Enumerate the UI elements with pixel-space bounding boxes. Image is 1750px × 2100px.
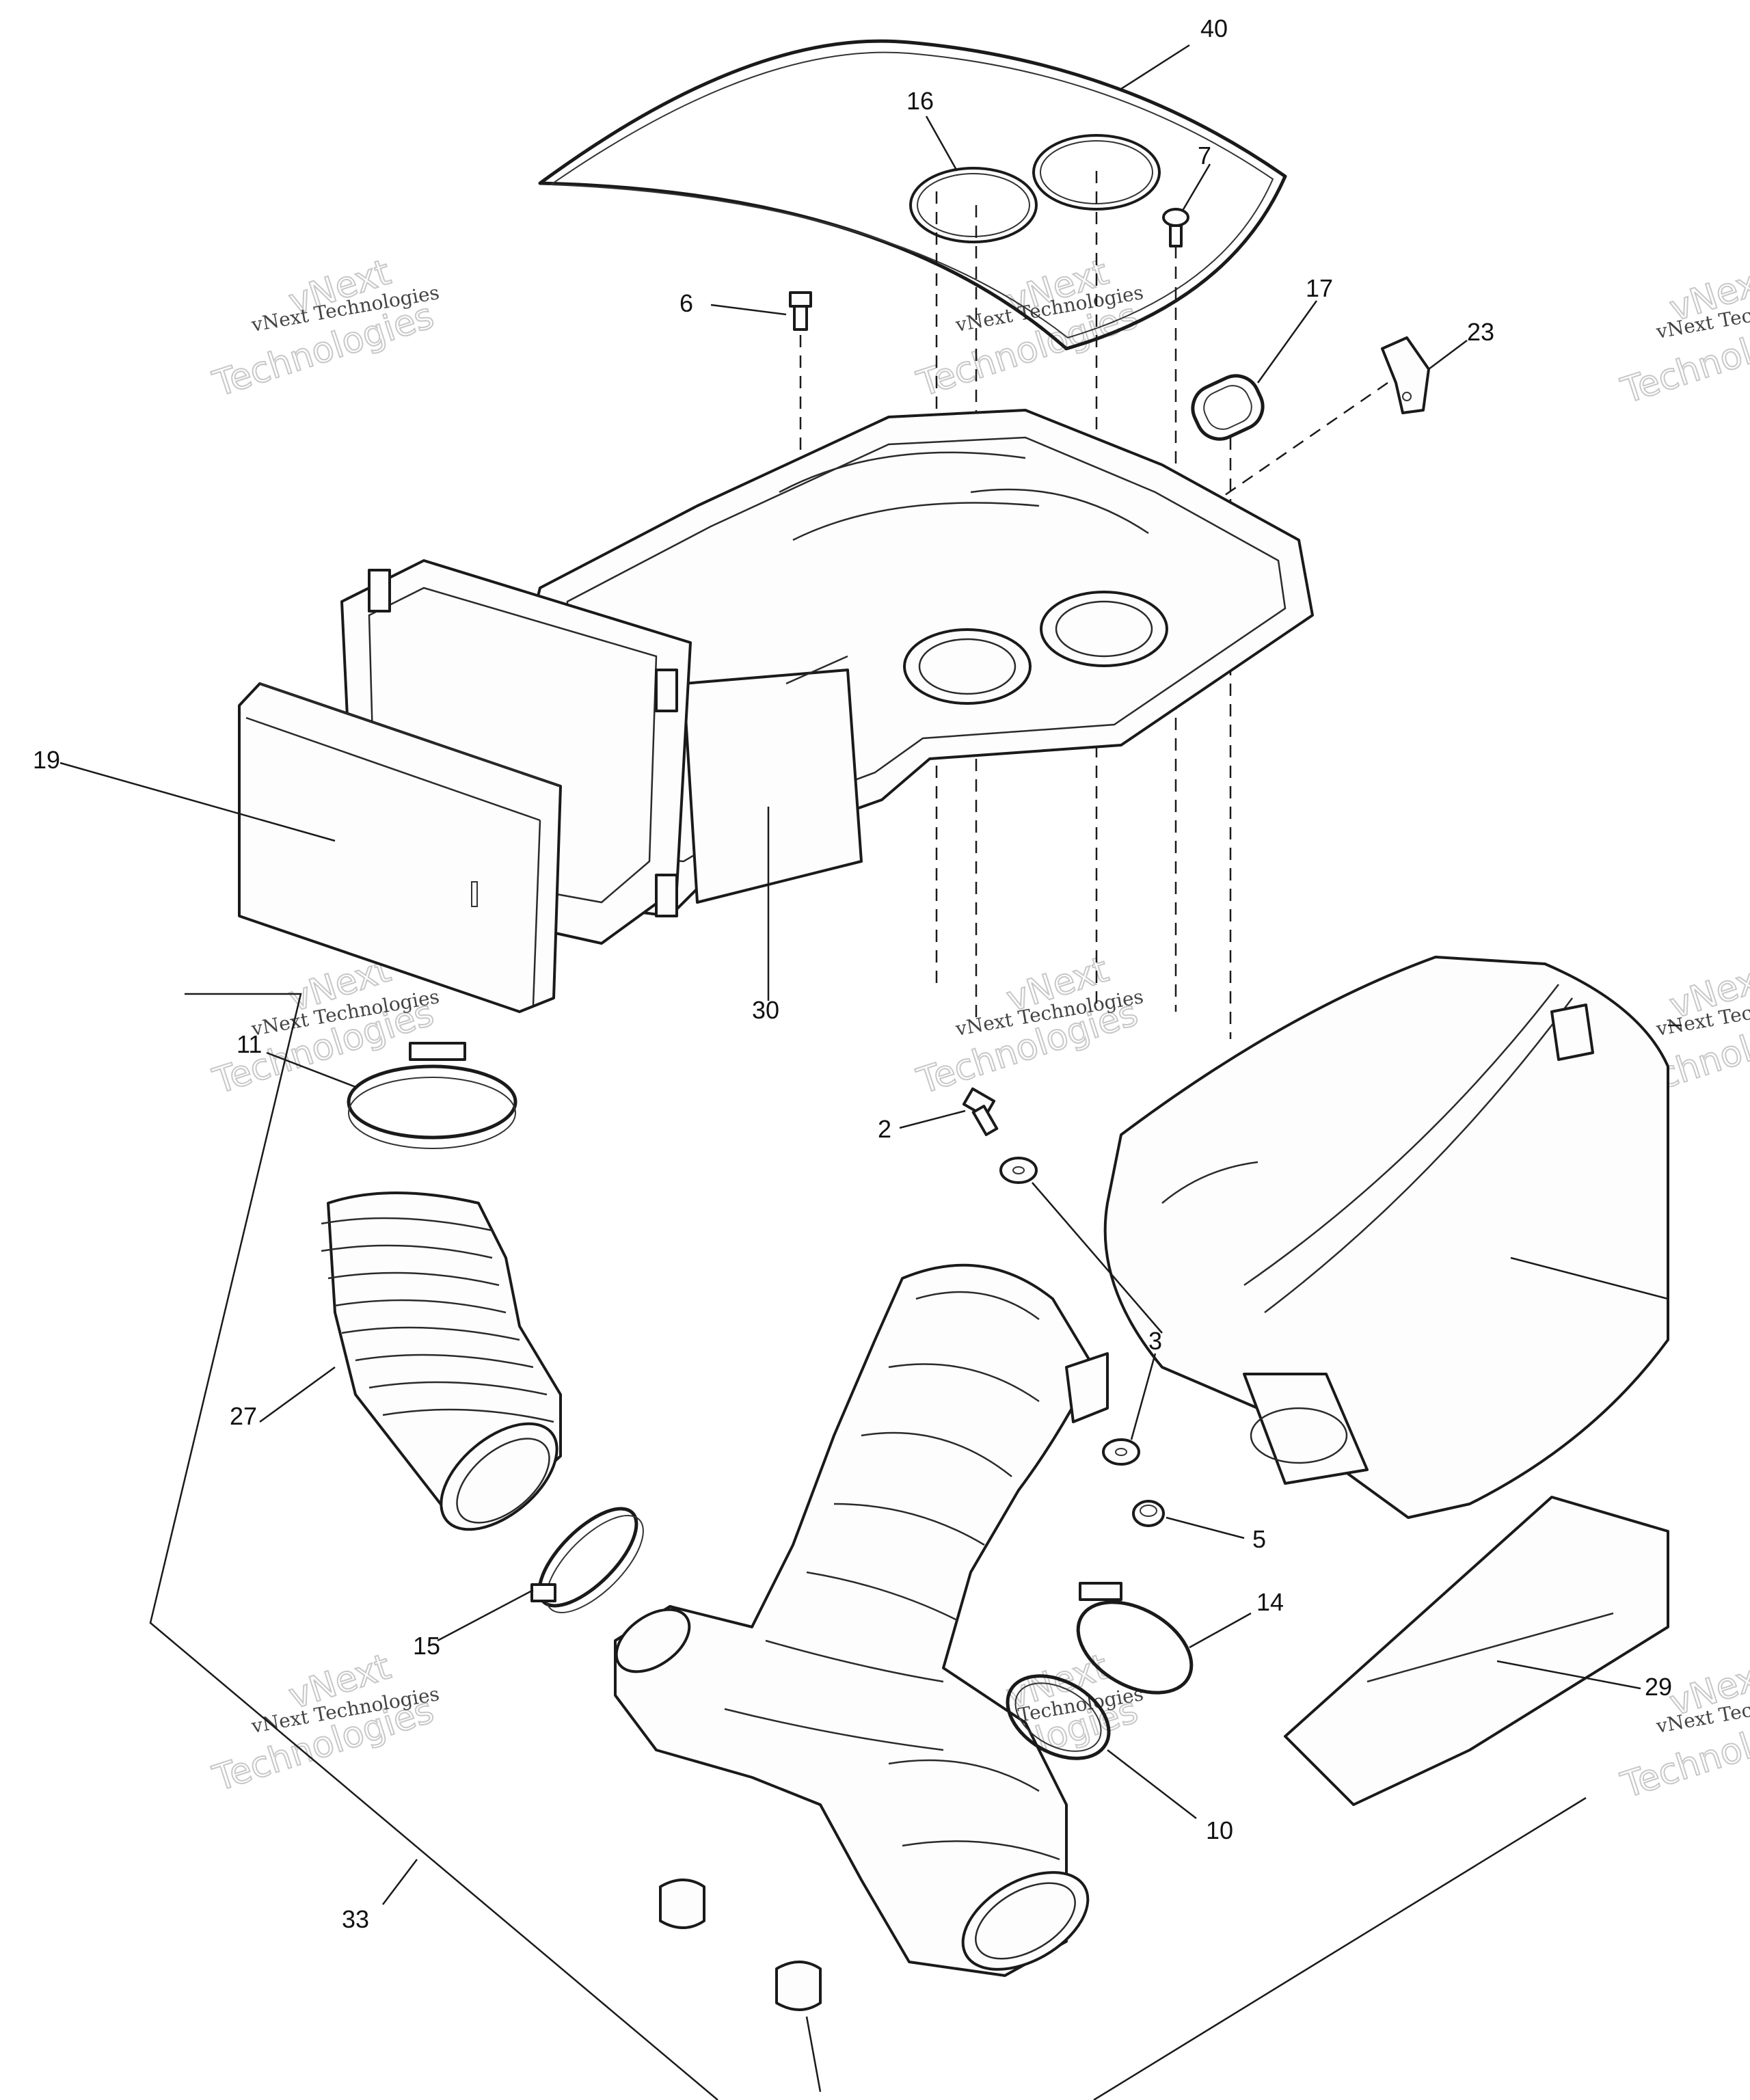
watermark: vNext Technologies vNext Technologies xyxy=(208,251,442,405)
callout-23: 23 xyxy=(1467,318,1494,346)
callout-29: 29 xyxy=(1645,1673,1672,1701)
part-2-bolt xyxy=(962,1087,999,1136)
part-16-o-rings xyxy=(909,134,1161,243)
duct-grommets xyxy=(659,1879,822,2011)
part-29-foam-pad xyxy=(1284,1496,1669,1806)
airbox-cover xyxy=(1103,956,1669,1519)
part-17-gasket xyxy=(1191,374,1265,441)
callout-33: 33 xyxy=(342,1905,369,1933)
callout-16: 16 xyxy=(906,87,934,115)
watermark: vNext Technologies vNext Technologies xyxy=(208,1645,442,1800)
part-19-air-filter xyxy=(238,682,562,1013)
part-5-grommet xyxy=(1132,1500,1165,1527)
callout-27: 27 xyxy=(230,1402,257,1430)
part-3-washers xyxy=(999,1157,1140,1466)
watermark: vNext Technologies vNext Technologies xyxy=(912,251,1146,405)
callout-10: 10 xyxy=(1206,1816,1233,1844)
part-14-clamp xyxy=(1076,1582,1194,1695)
callout-14: 14 xyxy=(1256,1588,1284,1616)
part-40-cover-seal xyxy=(538,39,1287,351)
part-33-intake-duct xyxy=(614,1263,1109,1977)
part-15-clamp xyxy=(530,1507,644,1613)
watermark: vNext Technologies vNext Technologies xyxy=(912,948,1146,1103)
callout-11: 11 xyxy=(237,1030,262,1058)
callout-labels: 40 16 7 6 17 23 19 30 11 2 3 27 5 14 15 … xyxy=(33,14,1672,1933)
callout-2: 2 xyxy=(878,1115,891,1143)
callout-7: 7 xyxy=(1198,142,1211,170)
watermark: vNext Technologies vNext Technologies xyxy=(1616,1652,1750,1807)
callout-30: 30 xyxy=(752,996,779,1024)
callout-19: 19 xyxy=(33,746,60,774)
part-6-bolt xyxy=(789,291,812,331)
watermark: vNext Technologies vNext Technologies xyxy=(1616,258,1750,412)
part-30-airbox-base xyxy=(340,409,1314,945)
part-7-screw xyxy=(1162,208,1189,247)
callout-5: 5 xyxy=(1252,1525,1266,1553)
part-23-clip xyxy=(1381,336,1430,414)
callout-40: 40 xyxy=(1200,14,1228,42)
callout-15: 15 xyxy=(413,1632,440,1660)
part-27-bellow xyxy=(321,1192,562,1531)
leader-lines xyxy=(59,44,1682,2100)
callout-6: 6 xyxy=(679,289,693,317)
part-11-clamp xyxy=(347,1042,517,1149)
callout-3: 3 xyxy=(1148,1327,1162,1355)
callout-17: 17 xyxy=(1306,274,1333,302)
part-10-ring xyxy=(1006,1674,1111,1760)
